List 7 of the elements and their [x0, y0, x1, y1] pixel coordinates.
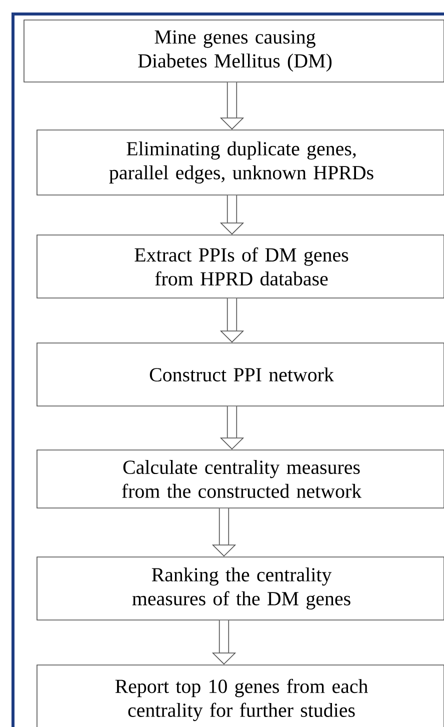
process-box: Mine genes causing Diabetes Mellitus (DM) [24, 20, 444, 82]
process-box: Construct PPI network [36, 342, 444, 406]
process-box: Eliminating duplicate genes, parallel edges, unknown HPRDs [36, 130, 444, 196]
process-box: Extract PPIs of DM genes from HPRD database [36, 234, 444, 298]
process-box: Ranking the centrality measures of the DM genes [36, 556, 444, 620]
process-box: Calculate centrality measures from the constructed network [36, 450, 444, 508]
process-box: Report top 10 genes from each centrality for further studies [36, 664, 444, 727]
